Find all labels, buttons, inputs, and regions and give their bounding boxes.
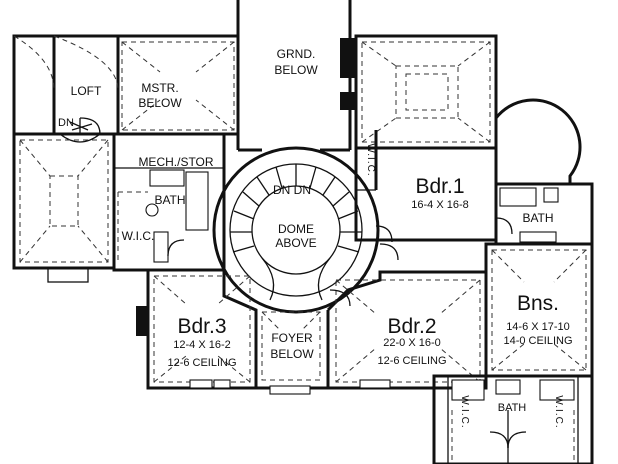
stair-down-label: DN DN [273, 183, 311, 197]
bonus-room-ceiling: 14-0 CEILING [503, 335, 572, 347]
master-below-label-line1: MSTR. [141, 81, 178, 95]
bedroom-2-ceiling: 12-6 CEILING [377, 355, 446, 367]
bottom-bath-area [432, 374, 594, 464]
bath-right-label: BATH [522, 211, 553, 225]
dome-above-label-line2: ABOVE [275, 236, 316, 250]
wic-left-label: W.I.C. [122, 229, 155, 243]
foyer-below-label-line2: BELOW [270, 347, 314, 361]
bedroom-3-name: Bdr.3 [177, 315, 226, 338]
rotunda [212, 146, 380, 314]
mech-storage-label: MECH./STOR [138, 155, 213, 169]
grand-below-area [236, 0, 356, 152]
grand-below-label-line2: BELOW [274, 63, 318, 77]
bath-left-label: BATH [154, 193, 185, 207]
bedroom-3-ceiling: 12-6 CEILING [167, 357, 236, 369]
dome-above-label-line1: DOME [278, 222, 314, 236]
bedroom-1-name: Bdr.1 [415, 175, 464, 198]
foyer-below-label-line1: FOYER [271, 331, 313, 345]
bedroom-3-area [136, 268, 258, 390]
foyer-area [256, 310, 330, 395]
bath-bottom-label: BATH [498, 402, 527, 414]
left-wing [12, 132, 116, 283]
bedroom-2-name: Bdr.2 [387, 315, 436, 338]
bonus-room-name: Bns. [517, 292, 559, 315]
mech-bath-block [112, 132, 226, 272]
bonus-room-size: 14-6 X 17-10 [506, 321, 570, 333]
loft-down-label: DN [58, 117, 74, 129]
round-tower [494, 98, 582, 186]
upper-left-wing [12, 34, 240, 143]
master-below-label-line2: BELOW [138, 96, 182, 110]
bedroom-2-area [326, 243, 488, 390]
bedroom-1-area [354, 130, 594, 246]
bedroom-3-size: 12-4 X 16-2 [173, 339, 230, 351]
wic-top-label: W.I.C. [365, 143, 376, 176]
wic-bottom-left-label: W.I.C. [459, 395, 470, 428]
loft-label: LOFT [71, 84, 102, 98]
bedroom-2-size: 22-0 X 16-0 [383, 337, 440, 349]
wic-bottom-right-label: W.I.C. [553, 395, 564, 428]
grand-below-label-line1: GRND. [277, 47, 316, 61]
bedroom-1-size: 16-4 X 16-8 [411, 199, 468, 211]
